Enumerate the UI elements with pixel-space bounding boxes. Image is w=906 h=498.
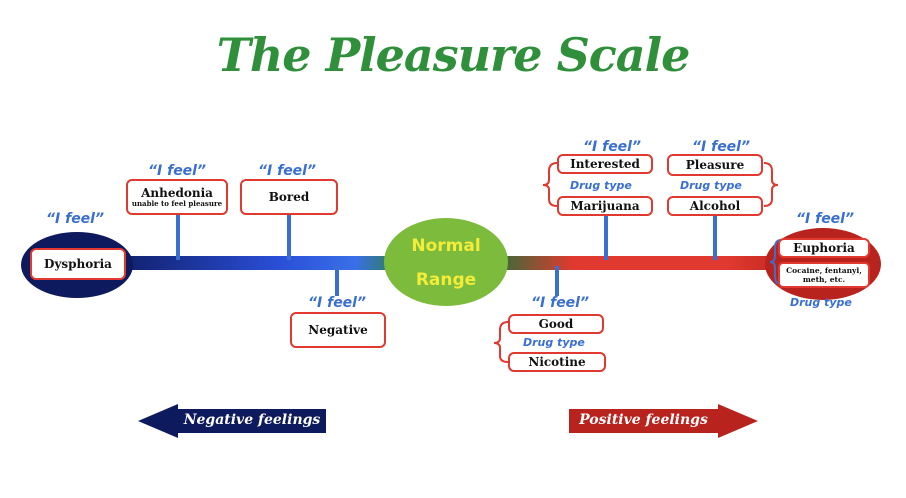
normal-range-line2: Range — [415, 270, 477, 290]
i-feel-interested: “I feel” — [583, 139, 641, 155]
brace-good-nicotine — [493, 321, 509, 363]
i-feel-negative: “I feel” — [308, 295, 366, 311]
interested-box: Interested — [557, 154, 653, 174]
brace-euphoria — [769, 239, 782, 285]
euphoria-drugs-box: Cocaine, fentanyl, meth, etc. — [778, 262, 870, 288]
i-feel-dysphoria: “I feel” — [46, 211, 104, 227]
marijuana-box: Marijuana — [557, 196, 653, 216]
normal-range-line1: Normal — [411, 236, 481, 256]
stem-negative — [335, 266, 339, 296]
i-feel-pleasure: “I feel” — [692, 139, 750, 155]
nicotine-label: Nicotine — [528, 355, 586, 369]
bored-box: Bored — [240, 179, 338, 215]
stem-pleasure — [713, 215, 717, 260]
anhedonia-box: Anhedonia unable to feel pleasure — [126, 179, 228, 215]
nicotine-box: Nicotine — [508, 352, 606, 372]
euphoria-box: Euphoria — [778, 238, 870, 258]
bored-label: Bored — [268, 190, 310, 204]
stem-anhedonia — [176, 215, 180, 260]
euphoria-label: Euphoria — [793, 241, 855, 255]
positive-feelings-label: Positive feelings — [579, 412, 708, 428]
drug-type-euphoria: Drug type — [790, 296, 852, 309]
dysphoria-box: Dysphoria — [30, 248, 126, 280]
interested-label: Interested — [570, 157, 640, 171]
drug-type-pleasure: Drug type — [680, 179, 742, 192]
negative-label: Negative — [308, 323, 368, 337]
stem-bored — [287, 215, 291, 260]
alcohol-box: Alcohol — [667, 196, 763, 216]
pleasure-box: Pleasure — [667, 154, 763, 176]
drug-type-good: Drug type — [523, 336, 585, 349]
marijuana-label: Marijuana — [570, 199, 640, 213]
anhedonia-label: Anhedonia — [141, 186, 213, 200]
alcohol-label: Alcohol — [689, 199, 741, 213]
positive-feelings-arrow — [569, 404, 758, 438]
negative-feelings-label: Negative feelings — [183, 412, 321, 428]
negative-feelings-arrow — [138, 404, 326, 438]
brace-interested-marijuana — [542, 162, 558, 207]
good-label: Good — [538, 317, 574, 331]
negative-box: Negative — [290, 312, 386, 348]
i-feel-good: “I feel” — [531, 295, 589, 311]
drug-type-interested: Drug type — [570, 179, 632, 192]
pleasure-label: Pleasure — [685, 158, 745, 172]
normal-range-ellipse — [384, 218, 508, 306]
scale-bar-right — [495, 256, 805, 270]
euphoria-drugs-label: Cocaine, fentanyl, meth, etc. — [786, 266, 862, 284]
i-feel-bored: “I feel” — [258, 163, 316, 179]
stem-good — [555, 266, 559, 296]
brace-pleasure-alcohol — [763, 162, 779, 207]
i-feel-anhedonia: “I feel” — [148, 163, 206, 179]
stem-interested — [604, 215, 608, 260]
page-title: The Pleasure Scale — [216, 28, 691, 82]
dysphoria-label: Dysphoria — [44, 257, 112, 271]
anhedonia-sublabel: unable to feel pleasure — [131, 199, 223, 208]
scale-bar-left — [100, 256, 400, 270]
good-box: Good — [508, 314, 604, 334]
i-feel-euphoria: “I feel” — [796, 211, 854, 227]
